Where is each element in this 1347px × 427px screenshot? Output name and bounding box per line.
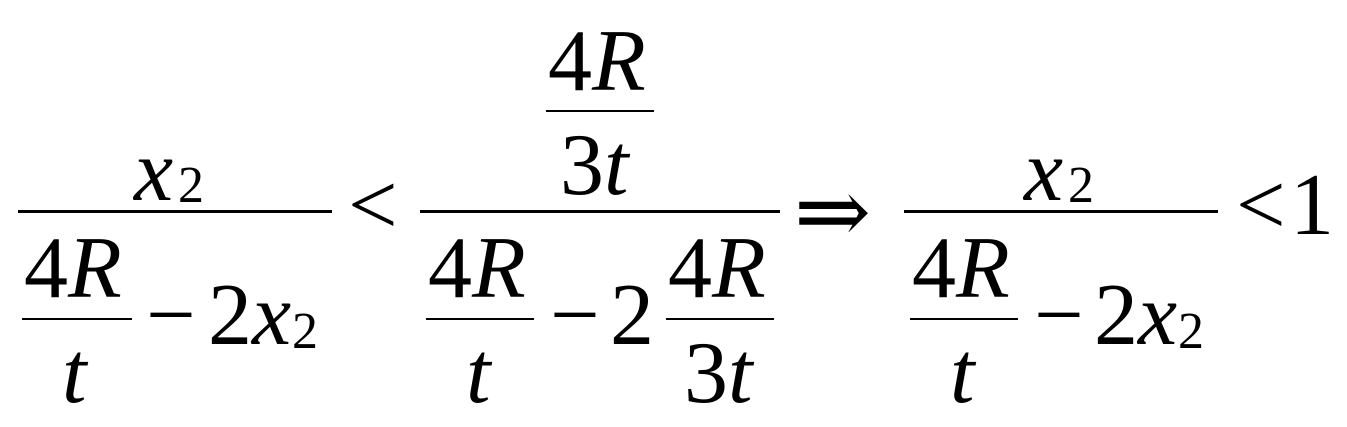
right-num-var: x [1024, 123, 1064, 220]
less-than-symbol: < [348, 157, 398, 254]
middle-den-frac2-num-4: 4 [668, 220, 712, 317]
right-num-sub: 2 [1068, 157, 1094, 214]
left-num-var: x [134, 123, 174, 220]
middle-den-frac1-bar [426, 318, 534, 320]
implies-arrow: ⇒ [794, 161, 872, 263]
final-less-than-symbol: < [1236, 157, 1286, 254]
middle-num-frac-den-3: 3 [560, 117, 604, 214]
left-den-sub: 2 [292, 303, 318, 360]
left-den-var: x [252, 267, 292, 364]
right-den-minus: − [1034, 267, 1084, 364]
right-den-coef: 2 [1094, 267, 1138, 364]
right-den-frac-num-R: R [956, 220, 1010, 317]
middle-den-frac1-num-4: 4 [428, 220, 472, 317]
middle-den-frac1-den: t [466, 325, 491, 422]
middle-den-frac2-den-t: t [728, 325, 753, 422]
left-den-coef: 2 [208, 267, 252, 364]
left-den-frac-num: R [68, 220, 122, 317]
middle-den-coef: 2 [610, 267, 654, 364]
middle-num-frac-num-4: 4 [548, 13, 592, 110]
left-num-sub: 2 [178, 157, 204, 214]
left-main-fraction-bar [18, 210, 332, 213]
middle-num-frac-num-R: R [592, 13, 646, 110]
middle-den-minus: − [550, 267, 600, 364]
middle-den-frac1-num-R: R [472, 220, 526, 317]
left-den-frac-bar [22, 318, 132, 320]
middle-main-fraction-bar [420, 210, 780, 213]
final-value: 1 [1290, 157, 1334, 254]
right-den-frac-bar [910, 318, 1018, 320]
left-den-minus: − [146, 267, 196, 364]
middle-num-frac-bar [546, 110, 654, 112]
right-den-frac-den: t [950, 325, 975, 422]
right-main-fraction-bar [904, 210, 1218, 213]
middle-den-frac2-den-3: 3 [684, 325, 728, 422]
middle-den-frac2-bar [666, 318, 774, 320]
right-den-sub: 2 [1178, 303, 1204, 360]
right-den-frac-num-4: 4 [912, 220, 956, 317]
left-den-frac-den: t [62, 325, 87, 422]
middle-den-frac2-num-R: R [712, 220, 766, 317]
middle-num-frac-den-t: t [604, 117, 629, 214]
left-den-frac-num-4: 4 [24, 220, 68, 317]
right-den-var: x [1138, 267, 1178, 364]
